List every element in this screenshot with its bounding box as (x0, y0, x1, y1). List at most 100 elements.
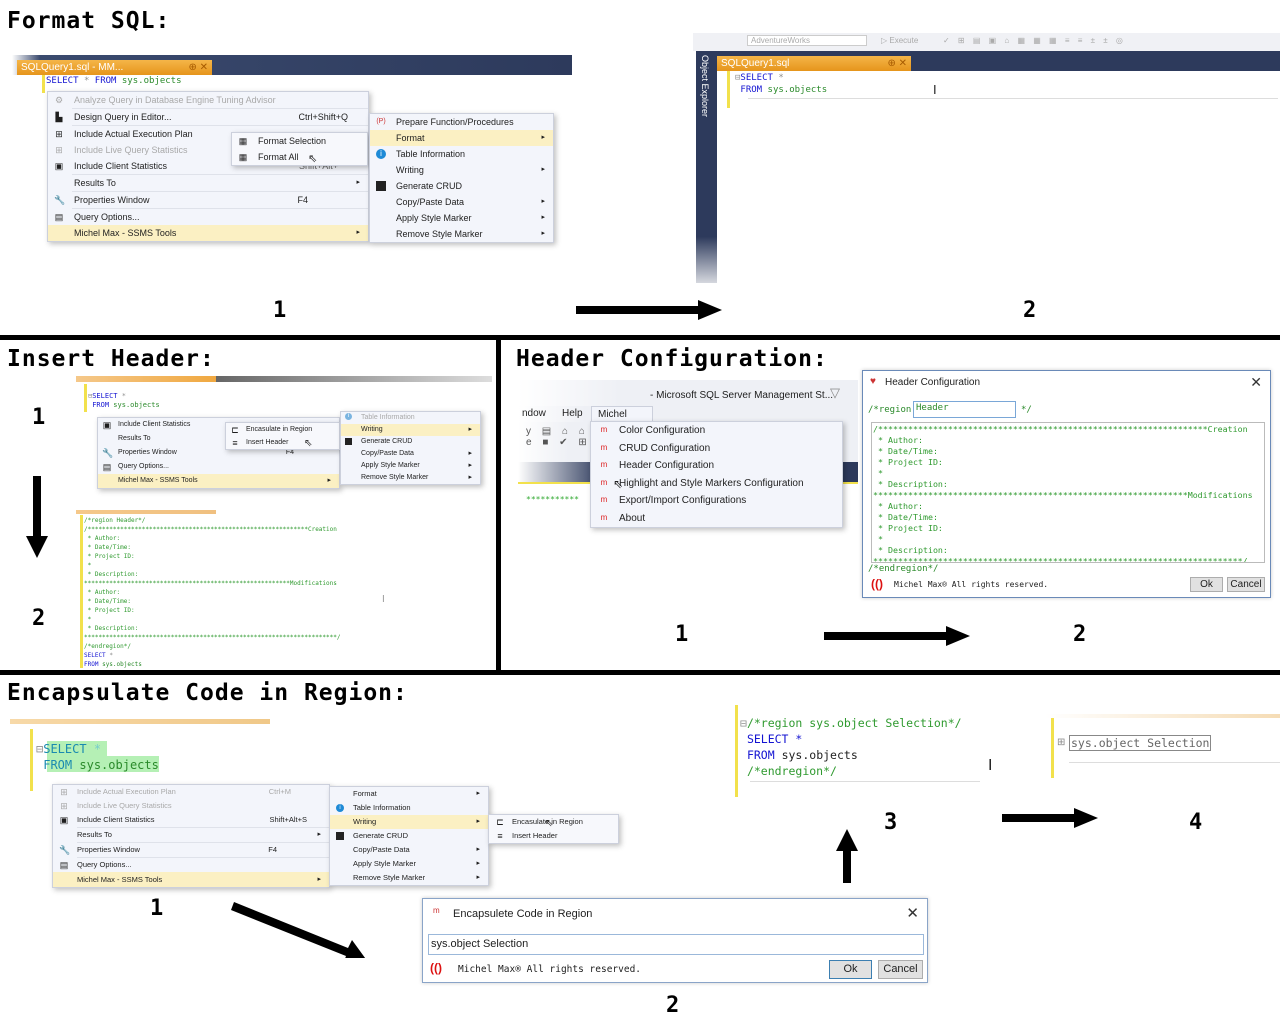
menu-item-insert-header[interactable]: ≡Insert Header⇖ (226, 436, 339, 449)
execute-button[interactable]: ▷ Execute (881, 36, 919, 45)
menu-item-query-options[interactable]: ▤Query Options... (59, 860, 132, 870)
menu-item-remove-style[interactable]: Remove Style Marker▸ (396, 229, 545, 239)
menu-window[interactable]: ndow (522, 408, 546, 419)
menu-item-apply-style[interactable]: Apply Style Marker▸ (361, 462, 472, 469)
menu-item-apply-style[interactable]: Apply Style Marker▸ (353, 859, 480, 868)
object-explorer-tab[interactable]: Object Explorer (700, 55, 710, 118)
menu-item-writing[interactable]: Writing▸ (341, 424, 480, 436)
prepare-icon: (P) (376, 118, 386, 125)
collapsed-region[interactable]: sys.object Selection (1069, 735, 1212, 751)
expand-icon[interactable]: ⊞ (1057, 737, 1066, 748)
menu-item-format-selection[interactable]: ▦Format Selection (238, 136, 327, 146)
window-title: - Microsoft SQL Server Management St... (650, 390, 834, 401)
formatted-code[interactable]: ⊟SELECT * FROM sys.objects (735, 73, 828, 95)
menu-item-copy-paste[interactable]: Copy/Paste Data▸ (361, 450, 472, 457)
endregion-label: /*endregion*/ (868, 564, 939, 574)
menu-item-generate-crud[interactable]: Generate CRUD (341, 436, 480, 448)
selected-code[interactable]: ⊟SELECT * FROM sys.objects (36, 742, 159, 772)
close-icon[interactable]: ✕ (906, 905, 919, 922)
insert-step2-screenshot: /*region Header*/ /*********************… (76, 510, 392, 668)
menu-item-format[interactable]: Format▸ (353, 789, 480, 798)
menu-item-remove-style[interactable]: Remove Style Marker▸ (361, 474, 472, 481)
cancel-button[interactable]: Cancel (878, 960, 923, 979)
region-name-input[interactable]: sys.object Selection (428, 934, 924, 955)
editor-tab[interactable]: SQLQuery1.sql - MM...⊕ ✕ (17, 60, 212, 75)
menu-item-writing[interactable]: Writing▸ (396, 165, 545, 175)
menu-item-results-to[interactable]: Results To▸ (77, 830, 321, 839)
select-code[interactable]: SELECT * FROM sys.objects (84, 652, 142, 668)
menu-item-prepare-function[interactable]: (P)Prepare Function/Procedures (376, 117, 514, 127)
section-divider (0, 670, 1280, 675)
menu-item-generate-crud[interactable]: Generate CRUD (370, 178, 553, 194)
menu-item-format-all[interactable]: ▦Format All⇖ (238, 152, 318, 165)
options-icon: ▤ (59, 860, 69, 870)
editor-tab-2[interactable]: SQLQuery1.sql⊕ ✕ (717, 56, 911, 71)
menu-item-ssms-tools[interactable]: Michel Max - SSMS Tools▸ (48, 225, 368, 241)
header-config-dialog: ♥ Header Configuration ✕ /*region Header… (862, 370, 1271, 598)
database-select[interactable]: AdventureWorks (747, 35, 867, 46)
menu-item-encapsulate[interactable]: ⊏Encasulate in Region⇖ (496, 817, 583, 829)
cancel-button[interactable]: Cancel (1227, 577, 1265, 592)
menu-item-query-options[interactable]: ▤Query Options... (54, 212, 140, 222)
writing-submenu: ⊏Encasulate in Region ≡Insert Header⇖ (225, 422, 340, 450)
ok-button[interactable]: Ok (1190, 577, 1223, 592)
menu-item-apply-style[interactable]: Apply Style Marker▸ (396, 213, 545, 223)
menu-item-analyze[interactable]: ⚙Analyze Query in Database Engine Tuning… (54, 95, 276, 105)
menu-item-results-to[interactable]: Results To▸ (74, 178, 360, 188)
arrow-down-icon (26, 476, 48, 558)
stats-icon: ▣ (102, 420, 112, 430)
close-icon[interactable]: ✕ (1250, 374, 1262, 390)
menu-item-query-options[interactable]: ▤Query Options... (102, 462, 169, 472)
menu-item-results-to[interactable]: Results To (118, 435, 151, 442)
menu-item-format[interactable]: Format▸ (370, 130, 553, 146)
menu-item-writing[interactable]: Writing▸ (330, 815, 488, 829)
menu-item-live-stats[interactable]: ⊞Include Live Query Statistics (55, 145, 188, 155)
live-stats-icon: ⊞ (55, 145, 63, 155)
menu-item-remove-style[interactable]: Remove Style Marker▸ (353, 873, 480, 882)
step-label: 1 (273, 298, 287, 323)
context-menu: ⚙Analyze Query in Database Engine Tuning… (47, 91, 369, 242)
header-code[interactable]: /*region Header*/ /*********************… (84, 517, 341, 650)
code-select[interactable]: ⊟SELECT * FROM sys.objects (88, 392, 160, 409)
region-name-input[interactable]: Header (913, 401, 1016, 418)
ok-button[interactable]: Ok (829, 960, 872, 979)
menu-item-ssms-tools[interactable]: Michel Max - SSMS Tools▸ (98, 474, 339, 488)
dialog-title: Encapsulete Code in Region (453, 908, 593, 920)
menu-item-copy-paste[interactable]: Copy/Paste Data▸ (396, 197, 545, 207)
menu-item-generate-crud[interactable]: Generate CRUD (330, 829, 488, 843)
menu-item-copy-paste[interactable]: Copy/Paste Data▸ (353, 845, 480, 854)
menu-item-execution-plan[interactable]: ⊞Include Actual Execution Plan (55, 129, 193, 139)
michel-max-icon: m (600, 460, 608, 469)
header-text-area[interactable]: /***************************************… (871, 422, 1265, 563)
menu-item-live-stats[interactable]: ⊞Include Live Query Statistics (60, 801, 172, 811)
menu-item-ssms-tools[interactable]: Michel Max - SSMS Tools▸ (53, 872, 329, 887)
text-cursor-icon: I (382, 594, 385, 605)
menu-michel-max[interactable]: Michel Max (591, 406, 653, 431)
options-icon: ▤ (102, 462, 112, 472)
menu-item-insert-header[interactable]: ≡Insert Header (489, 829, 618, 843)
region-code[interactable]: ⊟/*region sys.object Selection*/ SELECT … (740, 716, 962, 778)
menu-item-design-query[interactable]: ▙Design Query in Editor...Ctrl+Shift+Q (55, 112, 348, 122)
menu-item-client-stats[interactable]: ▣Include Client Statistics (102, 420, 191, 430)
code-line[interactable]: SELECT * FROM sys.objects (46, 76, 182, 86)
menu-help[interactable]: Help (562, 408, 583, 419)
menu-item-encapsulate[interactable]: ⊏Encasulate in Region (231, 425, 313, 435)
